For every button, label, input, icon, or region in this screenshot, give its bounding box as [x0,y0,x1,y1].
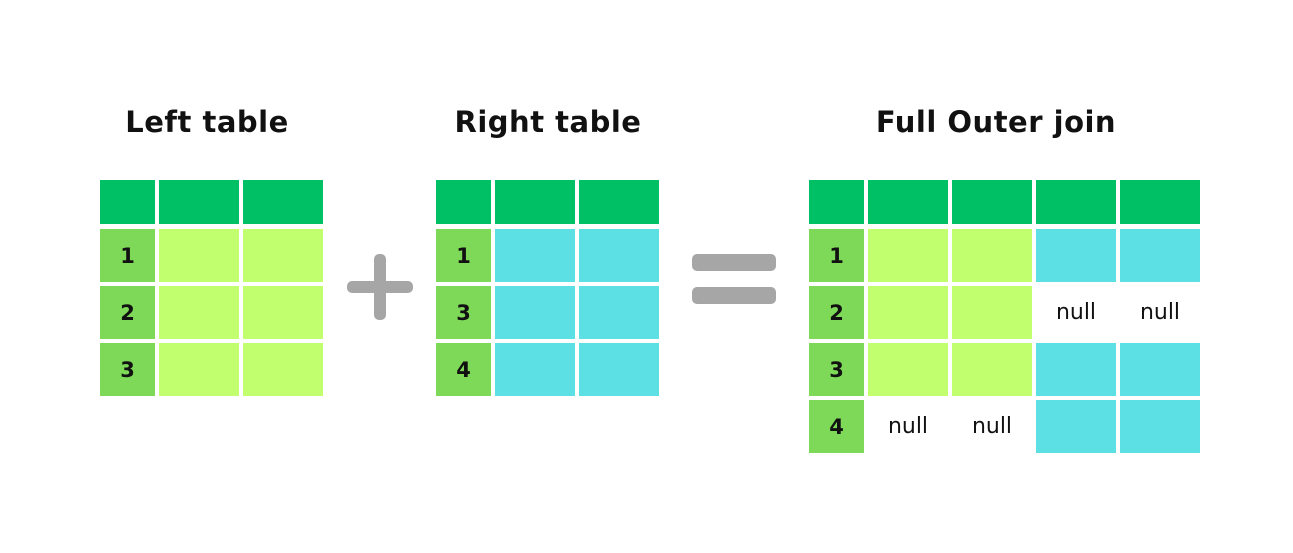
header-cell [243,180,323,224]
left-value-cell [952,343,1032,396]
row-key: 3 [100,343,155,396]
right-value-cell [495,343,575,396]
left-value-cell [159,286,239,339]
right-value-cell [1120,343,1200,396]
header-cell [495,180,575,224]
equals-icon [692,254,776,306]
row-key: 4 [436,343,491,396]
right-value-cell [579,229,659,282]
right-value-cell [495,286,575,339]
left-value-cell [952,286,1032,339]
result-table-title: Full Outer join [875,105,1117,139]
right-value-cell [1120,400,1200,453]
left-value-cell [243,286,323,339]
header-cell [1036,180,1116,224]
header-key-cell [100,180,155,224]
left-table-title: Left table [125,105,289,139]
right-value-cell [579,286,659,339]
left-value-cell [243,343,323,396]
plus-icon [347,254,413,320]
null-cell: null [1120,286,1200,339]
row-key: 2 [809,286,864,339]
row-key: 2 [100,286,155,339]
row-key: 1 [809,229,864,282]
right-value-cell [1036,229,1116,282]
row-key: 4 [809,400,864,453]
right-value-cell [495,229,575,282]
row-key: 1 [100,229,155,282]
right-value-cell [579,343,659,396]
header-cell [868,180,948,224]
row-key: 1 [436,229,491,282]
row-key: 3 [809,343,864,396]
header-cell [579,180,659,224]
left-value-cell [159,343,239,396]
null-cell: null [1036,286,1116,339]
header-key-cell [436,180,491,224]
null-cell: null [952,400,1032,453]
left-value-cell [159,229,239,282]
right-value-cell [1120,229,1200,282]
left-value-cell [868,343,948,396]
left-value-cell [952,229,1032,282]
right-value-cell [1036,400,1116,453]
left-value-cell [868,229,948,282]
header-key-cell [809,180,864,224]
right-value-cell [1036,343,1116,396]
left-value-cell [243,229,323,282]
right-table-title: Right table [454,105,642,139]
header-cell [952,180,1032,224]
row-key: 3 [436,286,491,339]
header-cell [1120,180,1200,224]
left-value-cell [868,286,948,339]
null-cell: null [868,400,948,453]
header-cell [159,180,239,224]
